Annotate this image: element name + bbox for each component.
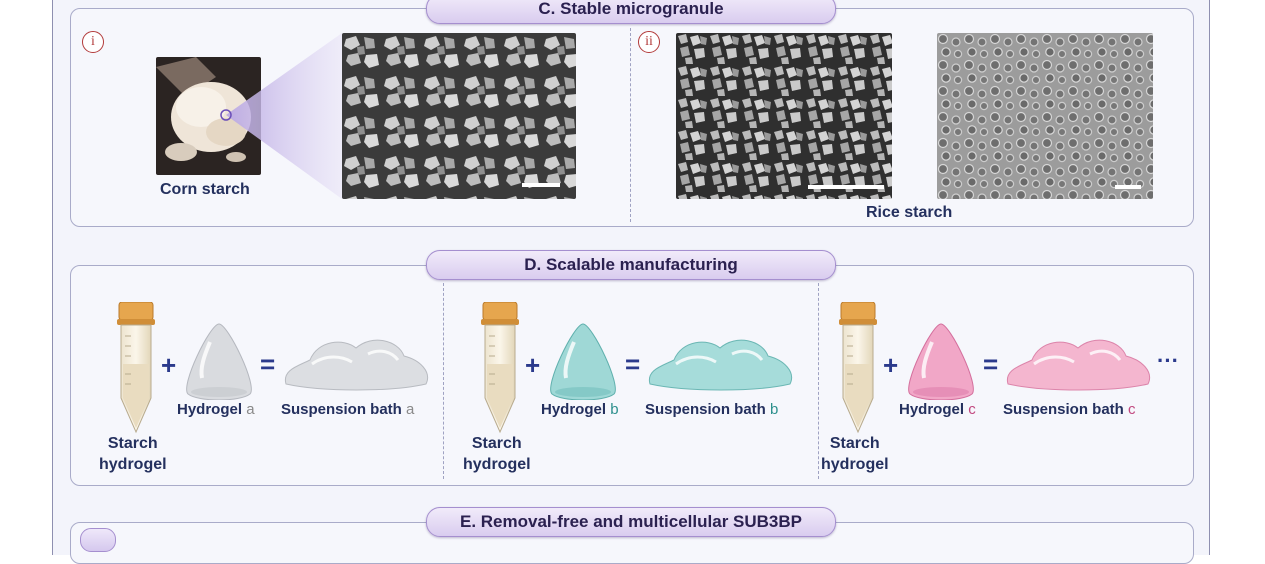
corn-starch-sem-image bbox=[342, 33, 576, 199]
suspension-bath-b-label: Suspension bath b bbox=[645, 401, 779, 418]
suspension-bath-c-label: Suspension bath c bbox=[1003, 401, 1136, 418]
plus-sign: + bbox=[525, 350, 541, 380]
equals-sign: = bbox=[983, 349, 999, 379]
magnification-cone bbox=[220, 33, 342, 199]
section-c-title: C. Stable microgranule bbox=[426, 0, 836, 24]
suspension-bath-c bbox=[1006, 339, 1150, 391]
suspension-bath-a bbox=[284, 339, 428, 391]
section-e-title: E. Removal-free and multicellular SUB3BP bbox=[426, 507, 836, 537]
group-divider-1 bbox=[443, 283, 444, 479]
scale-bar bbox=[522, 183, 560, 187]
rice-starch-caption: Rice starch bbox=[866, 204, 953, 221]
starch-tube-icon bbox=[481, 302, 519, 434]
panel-scalable-manufacturing bbox=[70, 265, 1194, 486]
rice-starch-sem-image-2 bbox=[937, 33, 1153, 199]
subpanel-i-marker: i bbox=[82, 31, 104, 53]
subpanel-marker-partial bbox=[80, 528, 116, 552]
rice-starch-sem-image-1 bbox=[676, 33, 892, 199]
hydrogel-b-label: Hydrogel b bbox=[541, 401, 619, 418]
plus-sign: + bbox=[883, 350, 899, 380]
hydrogel-c-label: Hydrogel c bbox=[899, 401, 976, 418]
equals-sign: = bbox=[260, 349, 276, 379]
continuation-ellipsis: ··· bbox=[1157, 348, 1179, 373]
subpanel-ii-marker: ii bbox=[638, 31, 660, 53]
hydrogel-a-droplet bbox=[186, 323, 252, 400]
corn-starch-photo bbox=[156, 57, 261, 175]
suspension-bath-b bbox=[648, 339, 792, 391]
plus-sign: + bbox=[161, 350, 177, 380]
scale-bar bbox=[808, 185, 884, 189]
section-d-title: D. Scalable manufacturing bbox=[426, 250, 836, 280]
subpanel-divider bbox=[630, 28, 631, 222]
hydrogel-a-label: Hydrogel a bbox=[177, 401, 255, 418]
group-divider-2 bbox=[818, 283, 819, 479]
starch-tube-icon bbox=[117, 302, 155, 434]
hydrogel-c-droplet bbox=[908, 323, 974, 400]
starch-tube-icon bbox=[839, 302, 877, 434]
hydrogel-b-droplet bbox=[550, 323, 616, 400]
equals-sign: = bbox=[625, 349, 641, 379]
corn-starch-caption: Corn starch bbox=[160, 181, 250, 198]
scale-bar bbox=[1115, 185, 1141, 189]
suspension-bath-a-label: Suspension bath a bbox=[281, 401, 415, 418]
